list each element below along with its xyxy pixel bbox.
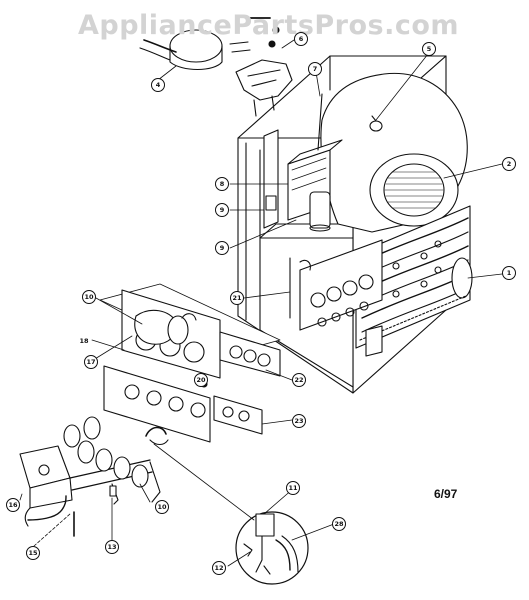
callout-17: 17	[84, 355, 98, 369]
gas-valve-burners	[19, 416, 169, 537]
callout-22: 22	[292, 373, 306, 387]
callout-23: 23	[292, 414, 306, 428]
control-module	[263, 93, 343, 232]
callout-1: 1	[502, 266, 516, 280]
callout-15: 15	[26, 546, 40, 560]
date-code: 6/97	[434, 487, 458, 501]
callout-5: 5	[422, 42, 436, 56]
callout-21: 21	[230, 291, 244, 305]
burner-panel	[99, 283, 281, 443]
callout-7: 7	[308, 62, 322, 76]
callout-19: 10	[82, 290, 96, 304]
callout-2: 2	[502, 157, 516, 171]
top-left-parts	[139, 17, 293, 117]
callout-16: 16	[6, 498, 20, 512]
callout-4: 4	[151, 78, 165, 92]
callout-11: 11	[286, 481, 300, 495]
detail-inset	[235, 511, 309, 585]
callout-9a: 9	[215, 203, 229, 217]
callout-10: 10	[155, 500, 169, 514]
callout-8: 8	[215, 177, 229, 191]
callout-12: 12	[212, 561, 226, 575]
burner-tubes	[63, 416, 161, 503]
callout-18: 18	[79, 336, 89, 345]
callout-9b: 9	[215, 241, 229, 255]
watermark: AppliancePartsPros.com	[78, 10, 460, 41]
callout-6: 6	[294, 32, 308, 46]
callout-28: 28	[332, 517, 346, 531]
burner-area	[289, 239, 383, 357]
callout-13: 13	[105, 540, 119, 554]
blower-assembly	[320, 72, 468, 233]
callout-20: 20	[194, 373, 208, 387]
